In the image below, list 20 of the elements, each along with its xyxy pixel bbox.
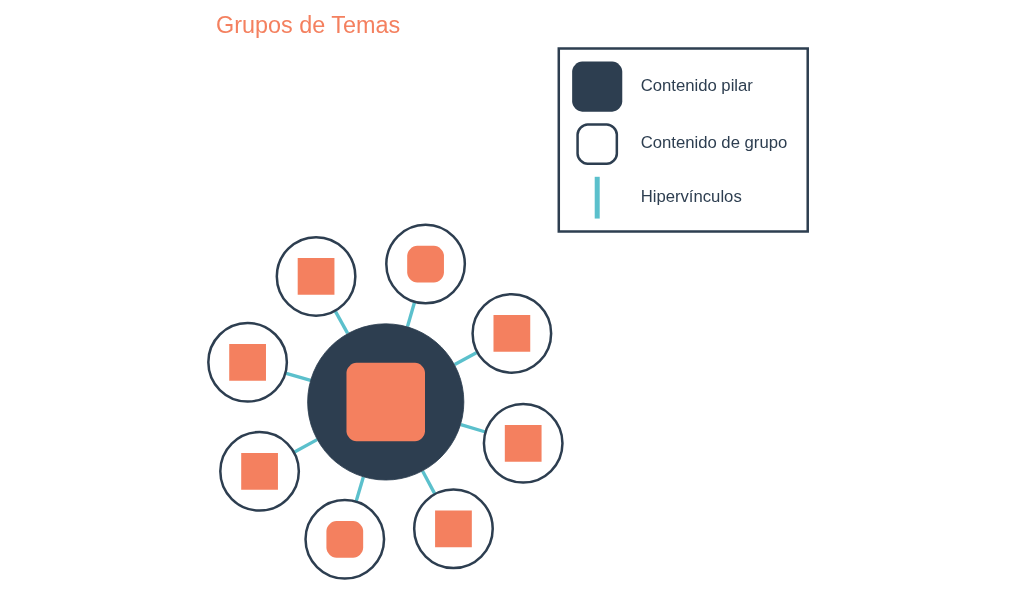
node-circle (482, 402, 564, 484)
connector (354, 476, 365, 503)
legend-label: Contenido de grupo (640, 133, 788, 153)
node-circle (207, 321, 289, 403)
node-circle (385, 223, 467, 305)
node-circle (304, 498, 386, 580)
connector (453, 350, 479, 366)
diagram-title: Grupos de Temas (216, 12, 401, 39)
node-circle (412, 488, 494, 570)
connector (405, 301, 417, 327)
node-circle (471, 292, 553, 374)
connector (460, 422, 487, 434)
connector (421, 470, 437, 495)
legend-label: Hipervínculos (640, 186, 742, 206)
node-circle (307, 323, 465, 481)
connector (333, 310, 350, 335)
node-circle (275, 235, 357, 317)
node-circle (219, 430, 301, 512)
legend-label: Contenido pilar (640, 75, 753, 95)
connector (293, 438, 318, 454)
